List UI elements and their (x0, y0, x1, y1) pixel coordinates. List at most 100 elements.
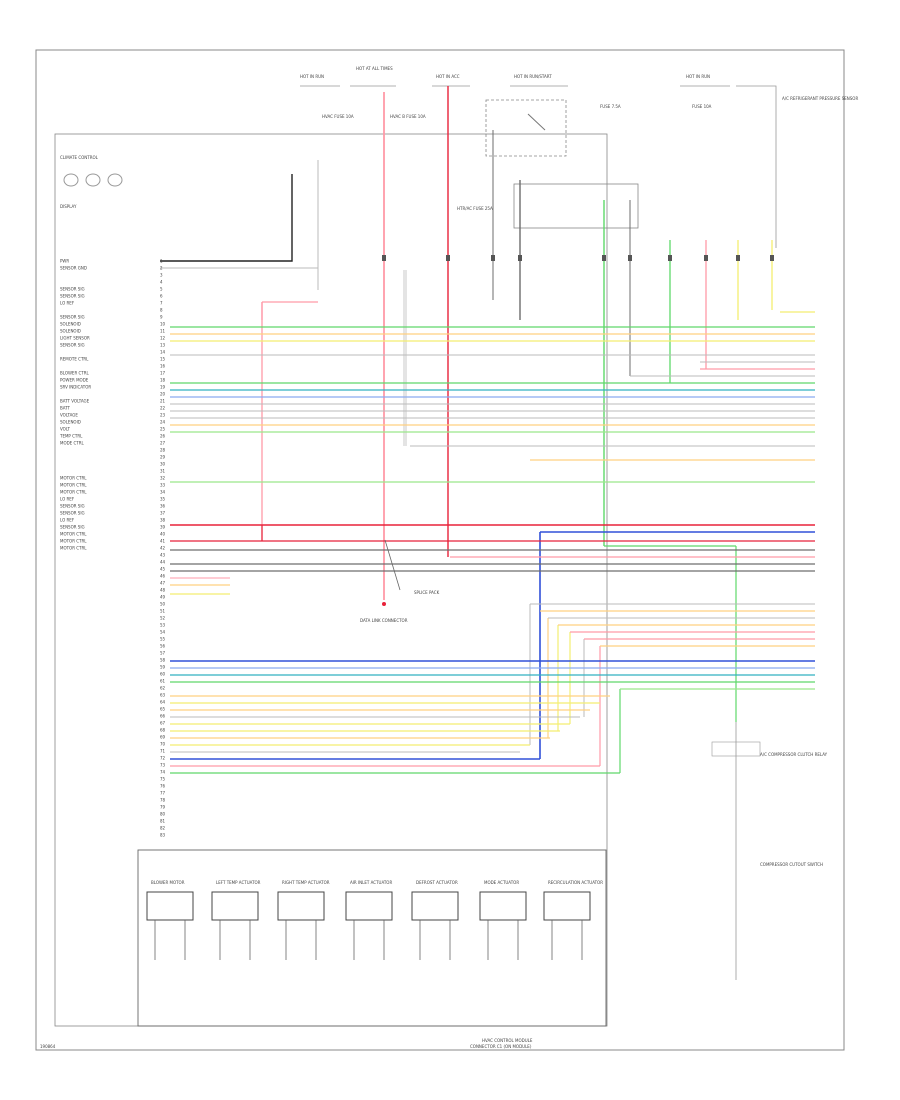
pin-label: SENSOR SIG (60, 343, 85, 348)
fuse-label: HVAC FUSE 10A (322, 114, 354, 119)
pin-number: 49 (160, 595, 166, 600)
actuator-module: LEFT TEMP ACTUATOR (211, 880, 261, 960)
pin-label: SRV INDICATOR (60, 385, 91, 390)
pin-number: 44 (160, 560, 166, 565)
pin-number: 55 (160, 637, 166, 642)
module-label: MODE ACTUATOR (484, 880, 519, 885)
pin-number: 18 (160, 378, 166, 383)
fuse-label: HVAC B FUSE 10A (390, 114, 426, 119)
pin-label: MODE CTRL (60, 441, 84, 446)
pin-number: 30 (160, 462, 166, 467)
pin-label: SENSOR SIG (60, 525, 85, 530)
pin-label: SENSOR SIG (60, 287, 85, 292)
pin-number: 43 (160, 553, 166, 558)
display-gauge-icon (63, 173, 79, 187)
pin-number: 68 (160, 728, 166, 733)
pin-number: 36 (160, 504, 166, 509)
pin-label: LIGHT SENSOR (60, 336, 90, 341)
pin-number: 57 (160, 651, 166, 656)
connector-terminal (736, 255, 740, 261)
fuse-label: FUSE 7.5A (600, 104, 621, 109)
pin-number: 69 (160, 735, 166, 740)
relay-box (485, 99, 567, 157)
pin-number: 70 (160, 742, 166, 747)
connector-terminal (770, 255, 774, 261)
pin-label: VOLT (60, 427, 70, 432)
pin-number: 6 (160, 294, 163, 299)
pin-label: MOTOR CTRL (60, 490, 87, 495)
footer-title-line2: CONNECTOR C1 (ON MODULE) (470, 1044, 532, 1049)
pin-number: 27 (160, 441, 166, 446)
vertical-feeds (261, 86, 774, 773)
connector-terminal (602, 255, 606, 261)
pin-number: 2 (160, 266, 163, 271)
pin-number: 11 (160, 329, 166, 334)
pin-label: SENSOR SIG (60, 294, 85, 299)
module-label: RIGHT TEMP ACTUATOR (282, 880, 330, 885)
pin-number: 5 (160, 287, 163, 292)
actuator-module: RIGHT TEMP ACTUATOR (277, 880, 330, 960)
connector-terminal (668, 255, 672, 261)
pin-number: 23 (160, 413, 166, 418)
pin-number: 33 (160, 483, 166, 488)
actuator-module: BLOWER MOTOR (146, 880, 194, 960)
pin-number: 45 (160, 567, 166, 572)
fuse-label: FUSE 10A (692, 104, 712, 109)
label-holder (195, 184, 250, 212)
pin-label: LO REF (60, 497, 75, 502)
pin-number: 3 (160, 273, 163, 278)
module-label: BLOWER MOTOR (151, 880, 185, 885)
pin-number: 4 (160, 280, 163, 285)
pin-label: BATT (60, 406, 71, 411)
pin-label: MOTOR CTRL (60, 539, 87, 544)
module-box (146, 891, 194, 921)
right-label: A/C REFRIGERANT PRESSURE SENSOR (782, 96, 858, 101)
pin-label: LO REF (60, 301, 75, 306)
pin-number: 10 (160, 322, 166, 327)
pin-number: 66 (160, 714, 166, 719)
pin-number: 50 (160, 602, 166, 607)
pin-number: 37 (160, 511, 166, 516)
pin-label: LO REF (60, 518, 75, 523)
pin-number: 46 (160, 574, 166, 579)
pin-number: 14 (160, 350, 166, 355)
pin-label: MOTOR CTRL (60, 476, 87, 481)
pin-number: 12 (160, 336, 166, 341)
gray-wire (160, 160, 319, 269)
display-gauge-icon (107, 173, 123, 187)
horizontal-wires (170, 311, 815, 774)
pin-number: 63 (160, 693, 166, 698)
diagram-code: 190864 (40, 1044, 56, 1049)
pin-number: 53 (160, 623, 166, 628)
module-label: AIR INLET ACTUATOR (350, 880, 392, 885)
module-label: RECIRCULATION ACTUATOR (548, 880, 603, 885)
module-box (277, 891, 325, 921)
pin-number: 82 (160, 826, 166, 831)
pin-number: 38 (160, 518, 166, 523)
pin-label: REMOTE CTRL (60, 357, 89, 362)
actuator-module: AIR INLET ACTUATOR (345, 880, 393, 960)
pin-number: 19 (160, 385, 166, 390)
module-box (345, 891, 393, 921)
pin-label: POWER MODE (60, 378, 89, 383)
pin-number: 51 (160, 609, 166, 614)
pin-number: 13 (160, 343, 166, 348)
pin-label: TEMP CTRL (59, 434, 83, 439)
connector-terminal (491, 255, 495, 261)
actuator-module: DEFROST ACTUATOR (411, 880, 459, 960)
pin-label: SENSOR SIG (60, 504, 85, 509)
actuator-enclosure (137, 849, 607, 1027)
pin-label: SOLENOID (60, 322, 81, 327)
connector-pin (382, 602, 386, 606)
pin-number: 7 (160, 301, 163, 306)
center-label: SPLICE PACK (414, 590, 440, 595)
pin-number: 16 (160, 364, 166, 369)
pin-number: 71 (160, 749, 166, 754)
outer-frame (35, 49, 845, 1051)
pin-number: 15 (160, 357, 166, 362)
module-box (411, 891, 459, 921)
actuator-module: RECIRCULATION ACTUATOR (543, 880, 603, 960)
relay-switch (527, 113, 546, 131)
left-header-line2: DISPLAY (60, 204, 77, 209)
